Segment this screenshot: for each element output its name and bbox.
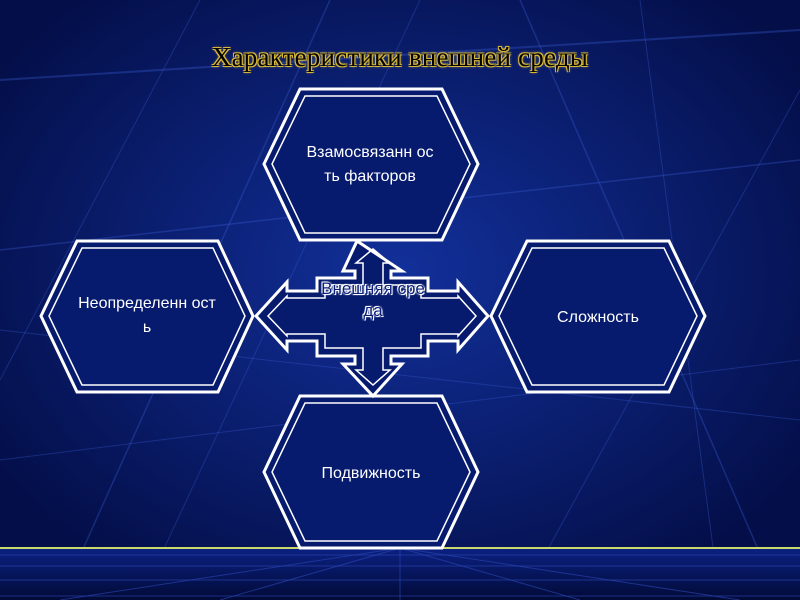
factor-uncertainty-label: Неопределенн ость <box>78 295 216 336</box>
center-arrow <box>253 238 491 399</box>
hexagon-bottom <box>262 394 480 550</box>
center-label: Внешняя среда <box>321 279 425 320</box>
factor-complexity-label: Сложность <box>557 309 639 326</box>
page-title: Характеристики внешней среды <box>211 42 589 72</box>
hexagon-left <box>39 239 255 394</box>
factor-mobility-label: Подвижность <box>321 465 421 482</box>
hexagon-right <box>489 239 707 394</box>
factor-interconnection-label: Взамосвязанн ость факторов <box>306 144 434 185</box>
hexagon-top <box>262 87 480 242</box>
